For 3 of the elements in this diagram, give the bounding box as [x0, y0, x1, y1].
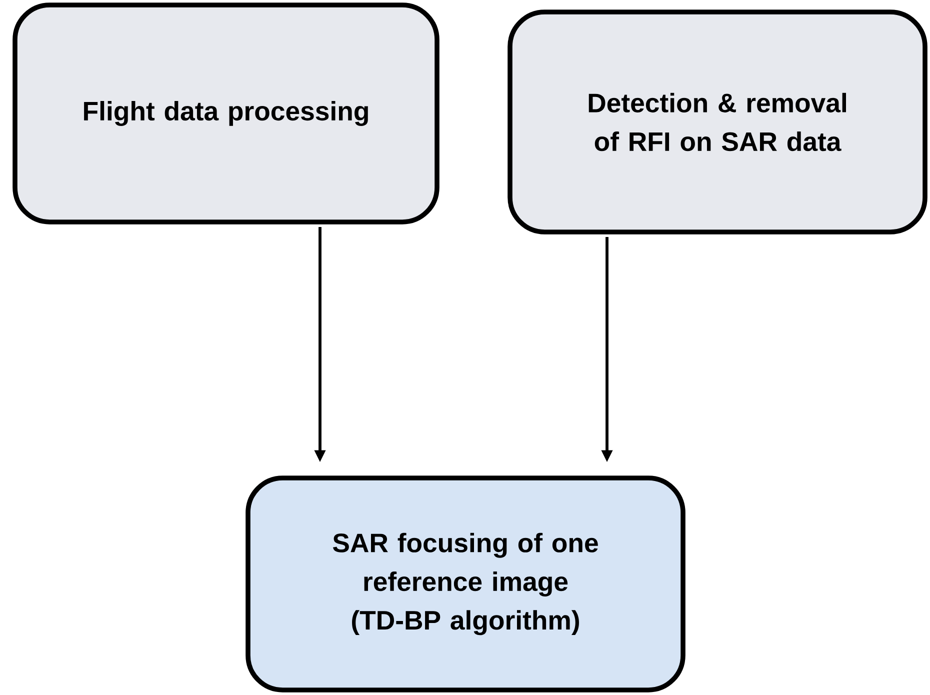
process-box: Detection & removal of RFI on SAR data [508, 10, 928, 234]
process-box: SAR focusing of one reference image (TD-BP algorithm) [246, 476, 686, 692]
process-box: Flight data processing [12, 2, 440, 224]
